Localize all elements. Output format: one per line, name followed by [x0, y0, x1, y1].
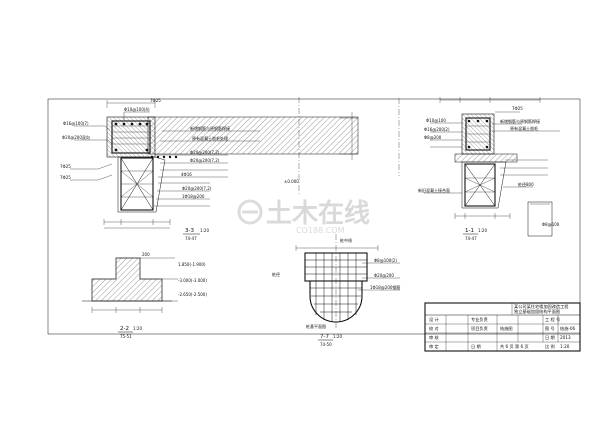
section-1-1 — [398, 97, 560, 237]
elev-label-3: -2.650(-2.500) — [178, 292, 207, 297]
callout-level: ±0.000 — [284, 179, 299, 184]
callout-stirrups-left: Φ20@200(7,2) — [182, 186, 212, 191]
callout-right-note: 新增钢筋与原钢筋焊接 — [500, 118, 540, 124]
watermark-logo-icon — [237, 199, 263, 225]
callout-dim-top: 7Φ25 — [150, 98, 161, 103]
callout-note-2: 原有混凝土凿毛处理 — [192, 135, 228, 141]
callout-slab-bars: Φ20@200双向 — [62, 134, 90, 140]
title-right-value-3: 2013 — [560, 335, 571, 340]
callout-tie-top: Φ16@100(7) — [63, 121, 89, 126]
title-row-left-1: 设 计 — [429, 316, 439, 323]
elev-label-4: 200 — [142, 252, 150, 257]
callout-dim-right-1: Φ20@200(7,2) — [190, 150, 220, 155]
section-2-2-scale: 1:20 — [133, 326, 142, 331]
section-7-7-label: 7-7 — [320, 334, 329, 340]
callout-note-1: 新增钢筋与原钢筋焊接 — [190, 125, 230, 131]
title-right-label-4: 比 例 — [545, 343, 555, 350]
section-3-3-label: 3-3 — [185, 228, 194, 234]
title-center: 结施图 — [500, 325, 513, 332]
callout-dim-right-3: 1Φ18@200 — [182, 194, 205, 199]
section-2-2-sub: 75-51 — [120, 334, 132, 339]
section-1-1-label: 1-1 — [465, 228, 474, 234]
title-row-mid-1: 专业负责 — [471, 316, 488, 323]
title-right-value-4: 1:20 — [560, 344, 570, 349]
section-2-2 — [82, 257, 178, 313]
section-1-1-sub: 74-47 — [465, 236, 477, 241]
title-row-mid-2: 项目负责 — [471, 325, 488, 332]
title-project: 某公司某住宅楼加固改造工程 — [514, 303, 569, 310]
section-7-7-scale: 1:20 — [333, 334, 342, 339]
watermark-text: 土木在线 — [266, 199, 370, 229]
elev-label-2: -3.000(-3.000) — [178, 278, 207, 283]
callout-stirrup-top: Φ10@100(4) — [124, 107, 150, 112]
section-3-3 — [70, 97, 359, 229]
pile-label: 桩径 — [272, 271, 280, 277]
title-row-left-2: 校 对 — [429, 325, 439, 332]
callout-right-top: 7Φ25 — [512, 106, 523, 111]
title-drawing: 独立基础加固结构平面图 — [514, 308, 560, 315]
elev-label-1: 1.850(-1.900) — [178, 262, 206, 267]
watermark-sub: CO188.COM — [296, 226, 345, 235]
callout-right-tie: Φ16@200(2) — [424, 127, 450, 132]
rebar-dots — [114, 122, 178, 159]
callout-dim-right-2: Φ20@200(7,2) — [190, 158, 220, 163]
title-row-left-3: 审 核 — [429, 334, 440, 341]
plan-label-1: Φ8@100(2) — [374, 258, 397, 263]
title-row-left-4: 审 定 — [429, 343, 439, 350]
watermark: 土木在线 CO188.COM — [237, 199, 370, 235]
callout-right-pile: 桩径800 — [518, 181, 534, 187]
title-page: 共 6 页 第 6 页 — [500, 343, 529, 350]
section-3-3-scale: 1:20 — [200, 228, 209, 233]
center-axis-label: 桩中线 — [340, 237, 352, 243]
callout-small-dim: 4Φ16 — [181, 172, 192, 177]
plan-under-label: 桩基平面图 — [306, 323, 326, 329]
callout-bar-label-2: 7Φ25 — [60, 175, 71, 180]
plan-label-3: 1Φ18@200钢筋 — [370, 284, 400, 290]
callout-right-stirrup: Φ10@100 — [426, 118, 446, 123]
title-right-label-3: 日 期 — [545, 335, 555, 341]
section-7-7-sub: 74-50 — [320, 342, 332, 347]
callout-box-label: Φ8@100 — [542, 222, 560, 227]
title-block — [424, 302, 581, 352]
callout-right-small: Φ8@200 — [424, 135, 442, 140]
callout-right-note2: 原有混凝土凿毛 — [510, 125, 538, 131]
plan-label-2: Φ20@200 — [374, 273, 394, 278]
section-2-2-label: 2-2 — [120, 326, 129, 332]
slab-hatch — [147, 116, 359, 155]
section-1-1-scale: 1:20 — [478, 228, 487, 233]
title-right-label-1: 工 程 号 — [545, 316, 560, 323]
section-3-3-sub: 74-47 — [185, 236, 197, 241]
title-right-value-2: 结施-06 — [560, 325, 576, 332]
small-rebar-box — [527, 201, 553, 237]
callout-bar-label-1: 7Φ25 — [60, 164, 71, 169]
drawing-frame — [47, 98, 581, 335]
title-right-label-2: 图 号 — [545, 326, 555, 332]
callout-right-left-label: 新旧混凝土接合面 — [418, 187, 450, 193]
title-row-mid-4: 日 期 — [471, 344, 481, 350]
section-7-7 — [295, 234, 400, 330]
